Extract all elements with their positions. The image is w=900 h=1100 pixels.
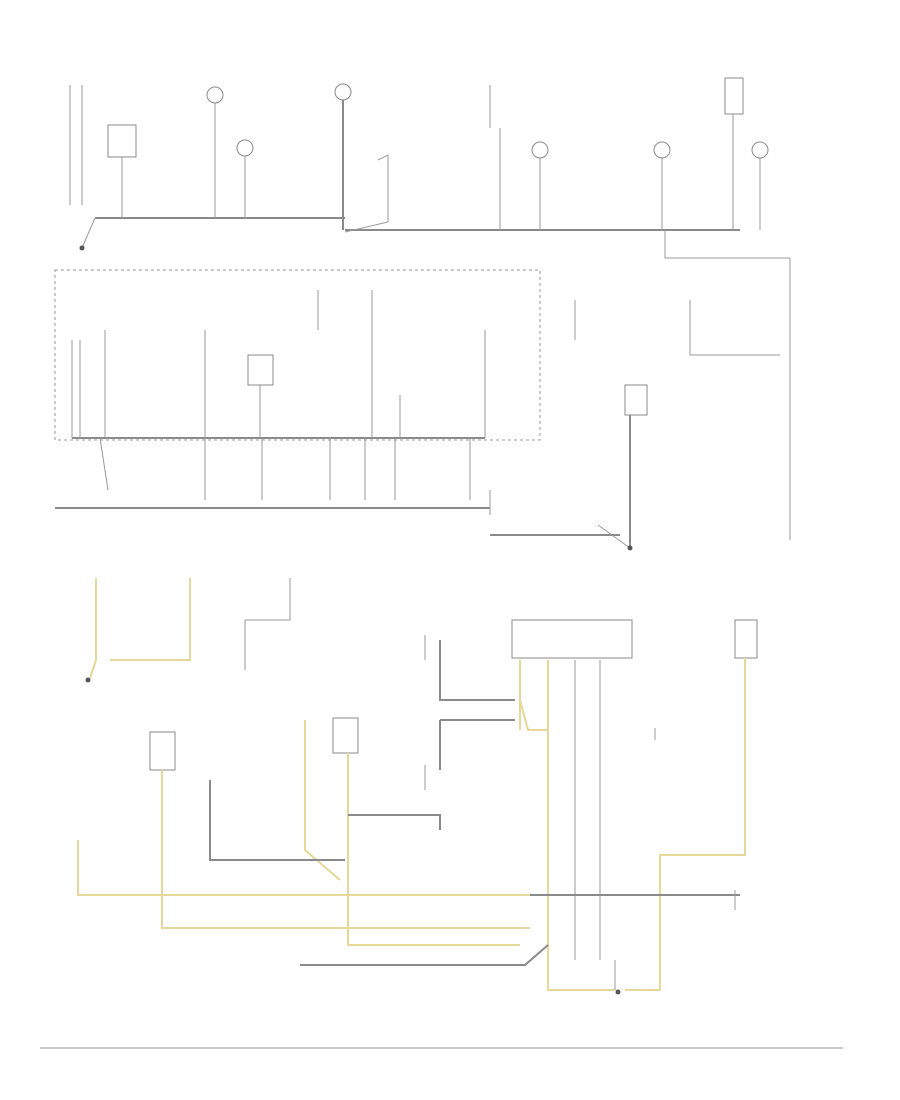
relay-box-4 — [624, 384, 648, 416]
top-ground-point — [79, 245, 85, 251]
lamp-3 — [334, 83, 352, 101]
lamp-6 — [751, 141, 769, 159]
relay-box-1 — [107, 124, 137, 158]
coil-box — [149, 731, 176, 771]
middle-section — [54, 269, 780, 551]
left-switch-leads — [69, 85, 83, 205]
lamp-1 — [206, 86, 224, 104]
sensor-box-middle — [332, 717, 359, 754]
lamp-2 — [236, 139, 254, 157]
fuse-leads-3 — [317, 290, 373, 438]
module-gray-leads — [574, 660, 616, 990]
top-ground-lead — [81, 217, 96, 249]
sensor-1-wire — [439, 640, 515, 701]
top-section — [69, 77, 791, 540]
top-right-return — [664, 230, 791, 540]
lamp-5 — [653, 141, 671, 159]
switch-5-lead — [689, 300, 780, 356]
ground-point-4 — [615, 989, 621, 995]
relay-box-2 — [724, 77, 744, 115]
lower-section — [77, 578, 758, 995]
middle-drop-leads — [99, 437, 471, 500]
middle-yellow-wire — [347, 753, 520, 946]
ground-point-2 — [627, 545, 633, 551]
long-yellow-wire — [77, 840, 530, 896]
lower-left-gray-wire — [244, 578, 291, 670]
module-yellow-leads — [519, 660, 615, 991]
sensor-feed-wire — [348, 814, 441, 830]
top-bus-wire — [95, 217, 740, 231]
lower-left-yellow-wires — [89, 578, 191, 679]
fuse-leads-1 — [71, 330, 106, 438]
lamp-4 — [531, 141, 549, 159]
bottom-output-wire — [300, 944, 549, 966]
ground-lead-2 — [597, 524, 631, 549]
sensor-2-wire — [439, 719, 515, 770]
control-module-box — [511, 619, 633, 659]
switch-2-lead — [344, 154, 389, 233]
right-yellow-wire — [625, 658, 746, 991]
ground-point-3 — [85, 677, 91, 683]
coil-yellow-wire — [161, 770, 530, 929]
switch-3-lead — [489, 85, 501, 230]
middle-yellow-wire-2 — [304, 720, 341, 881]
fuse-block-outline — [54, 269, 541, 441]
relay-box-3 — [247, 354, 274, 386]
sensor-box-right — [734, 619, 758, 659]
connector-gray-wire — [209, 780, 345, 861]
